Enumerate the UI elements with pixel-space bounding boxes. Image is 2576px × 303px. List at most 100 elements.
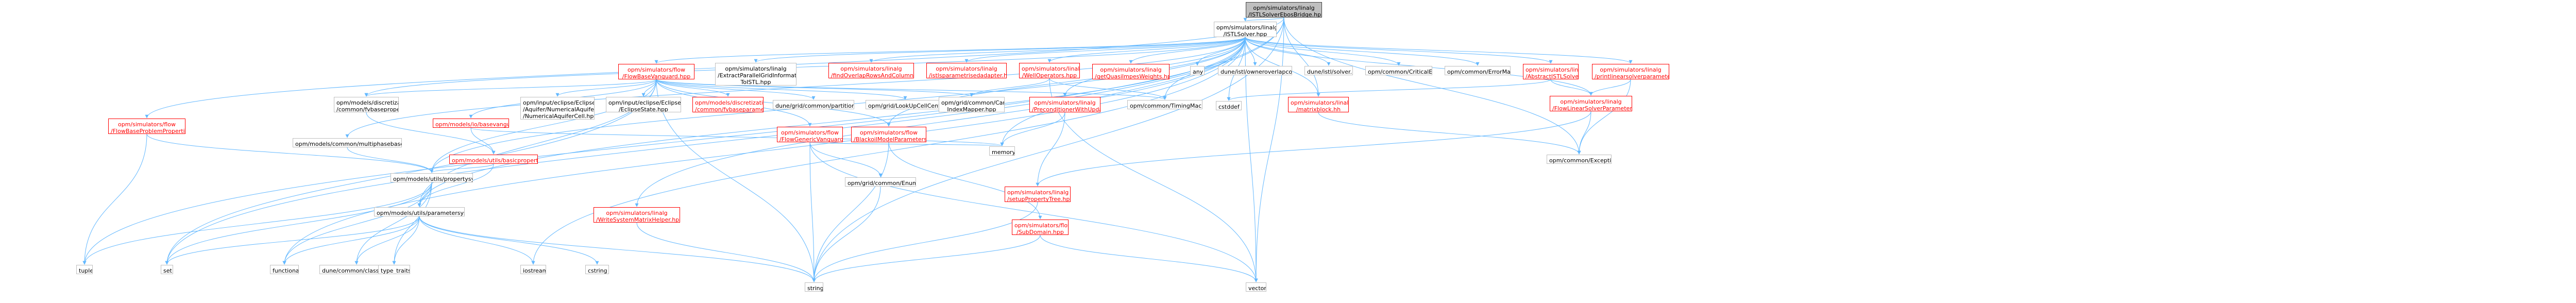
node-cstddef: cstddef (1216, 101, 1242, 110)
node-label-line: opm/simulators/linalg (725, 65, 787, 72)
edge-flowmain-to-eclstate (555, 79, 657, 97)
node-printlinearsolverparameter[interactable]: opm/simulators/linalg/printlinearsolverp… (1592, 64, 1669, 79)
node-label-line: /FlowBaseProblemProperties.hpp (111, 128, 185, 134)
node-fvbaseparameters[interactable]: opm/models/discretization/common/fvbasep… (692, 97, 764, 112)
node-errormacros: opm/common/ErrorMacros.hpp (1445, 66, 1511, 75)
edge-blackoil-to-subdomain (888, 142, 1042, 220)
node-label-line: opm/common/TimingMacros.hpp (1130, 103, 1202, 109)
node-label-line: opm/simulators/linalg (1526, 66, 1579, 73)
node-fvbaseproperties: opm/models/discretization/common/fvbasep… (334, 97, 399, 112)
node-basicproperties[interactable]: opm/models/utils/basicproperties.hh (449, 155, 538, 164)
edge-istlsolver-to-printlinear (1245, 37, 1633, 64)
node-abstractistlsolver[interactable]: opm/simulators/linalg/AbstractISTLSolver… (1523, 64, 1579, 79)
node-iostream: iostream (520, 265, 546, 274)
edge-paramsystem-to-typetraits (392, 216, 420, 265)
node-istlsparametrisedadapter[interactable]: opm/simulators/linalg/istlsparametriseda… (926, 63, 1007, 78)
node-multiphasebaseproperties: opm/models/common/multiphasebaseproperti… (293, 138, 402, 147)
edge-propsystem-to-functional (282, 182, 432, 265)
edge-paramsystem-to-string (419, 216, 816, 282)
edge-istlsolver-to-welloperators (1047, 37, 1246, 63)
node-flowbaseproblemproperties[interactable]: opm/simulators/flow/FlowBaseProblemPrope… (108, 119, 185, 134)
edge-discretization-to-basicprops (366, 112, 496, 155)
node-matrixblock[interactable]: opm/simulators/linalg/matrixblock.hh (1288, 97, 1349, 112)
node-welloperators[interactable]: opm/simulators/linalg/WellOperators.hpp (1019, 63, 1080, 78)
edge-setupprop-to-string (812, 201, 1038, 282)
node-label-line: /common/fvbaseproperties.hh (336, 106, 398, 112)
edge-printlinear-to-exceptions (1577, 79, 1631, 155)
node-label-line: opm/input/eclipse/EclipseState (523, 99, 594, 106)
node-label-line: /setupPropertyTree.hpp (1007, 196, 1071, 202)
node-owneroverlapcopy: dune/istl/owneroverlapcopy.hh (1218, 66, 1292, 75)
node-label-line: opm/simulators/linalg (1600, 66, 1662, 73)
node-dune-istl-solver: dune/istl/solver.hh (1304, 66, 1353, 75)
edge-printlinear-to-flowlinear (1589, 79, 1631, 96)
edge-flowmain-to-blackoil (656, 79, 891, 127)
node-label-line: opm/simulators/linalg (606, 210, 668, 216)
node-label-line: /matrixblock.hh (1296, 106, 1341, 112)
edge-istlsolver-to-getquasi (1129, 37, 1246, 64)
node-findoverlaprows[interactable]: opm/simulators/linalg/findOverlapRowsAnd… (828, 63, 914, 78)
node-label-line: opm/models/discretization (336, 99, 398, 106)
edge-writesys-to-string (636, 222, 816, 282)
node-label-line: /getQuasiImpesWeights.hpp (1095, 73, 1170, 79)
node-blackoilmodelparameters[interactable]: opm/simulators/flow/BlackoilModelParamet… (851, 127, 926, 142)
edge-istlsolver-to-istlparam (964, 37, 1246, 63)
edge-welloperators-to-vector (1049, 78, 1258, 282)
node-label-line: opm/models/utils/parametersystem.hpp (377, 210, 464, 216)
node-label-line: /ExtractParallelGridInformation (718, 72, 796, 79)
node-subdomain[interactable]: opm/simulators/flow/SubDomain.hpp (1012, 220, 1069, 235)
node-flowlinearsolverparameters[interactable]: opm/simulators/linalg/FlowLinearSolverPa… (1550, 96, 1632, 111)
edge-paramsystem-to-dunecommon (354, 216, 420, 265)
node-istlsolverebosbridge[interactable]: opm/simulators/linalg/ISTLSolverEbosBrid… (1246, 2, 1322, 18)
node-label-line: /ISTLSolverEbosBridge.hpp (1248, 11, 1322, 18)
edge-istlsolver-to-abstract (1245, 37, 1553, 64)
node-label-line: opm/simulators/linalg (840, 65, 902, 72)
node-label-line: tuple (79, 267, 93, 274)
node-label-line: /NumericalAquiferCell.hpp (523, 113, 595, 120)
node-label-line: IndexMapper.hpp (947, 106, 996, 112)
edge-flowmain-to-set (165, 79, 657, 265)
edge-multiphase-to-propsystem (347, 147, 434, 173)
edge-abstract-to-cstddef (1227, 79, 1551, 101)
node-setuppropertytree[interactable]: opm/simulators/linalg/setupPropertyTree.… (1005, 187, 1071, 202)
edge-welloperators-to-cartesian (970, 78, 1050, 97)
edge-precond-to-memory (1000, 112, 1065, 146)
node-flowgenericvanguard[interactable]: opm/simulators/flow/FlowGenericVanguard.… (777, 127, 843, 142)
node-label-line: opm/common/Exceptions.hpp (1549, 157, 1612, 164)
node-label-line: string (807, 285, 823, 292)
edge-precond-to-setupprop (1036, 112, 1065, 187)
edge-istlsolver-to-criticalerror (1245, 37, 1401, 66)
node-partitionset: dune/grid/common/partitionset.hh (773, 100, 854, 109)
node-string: string (805, 282, 823, 292)
edge-flowmain-to-string (656, 79, 816, 282)
node-flowbasevanguard[interactable]: opm/simulators/flow/FlowBaseVanguard.hpp (618, 64, 694, 79)
node-extractparallelgrid[interactable]: opm/simulators/linalg/ExtractParallelGri… (715, 63, 796, 86)
edge-basicprops-to-paramsystem (417, 163, 494, 207)
node-label-line: opm/models/io/basevanguard.hh (435, 121, 509, 128)
edge-basicprops-to-propsystem (430, 163, 494, 173)
node-label-line: dune/grid/common/partitionset.hh (775, 103, 854, 109)
node-basevanguard[interactable]: opm/models/io/basevanguard.hh (433, 119, 509, 128)
node-label-line: opm/models/discretization (695, 99, 764, 106)
node-enumstr: opm/grid/common/EnumStr.hpp (845, 177, 916, 187)
node-set: set (161, 265, 173, 274)
edge-root-to-set (165, 17, 1284, 265)
node-label-line: opm/simulators/linalg (1216, 24, 1277, 31)
node-getquasiimpesweights[interactable]: opm/simulators/linalg/getQuasiImpesWeigh… (1092, 64, 1170, 79)
node-propertysystem: opm/models/utils/propertysystem.hh (391, 173, 473, 182)
edge-flowbaseprob-to-propsystem (146, 133, 434, 173)
node-label-line: opm/simulators/flow (859, 129, 918, 136)
edge-propsystem-to-tuple (82, 182, 432, 265)
node-functional: functional (270, 265, 299, 274)
node-label-line: /Aquifer/NumericalAquifer (523, 106, 595, 113)
node-istlsolver[interactable]: opm/simulators/linalg/ISTLSolver.hpp (1214, 22, 1277, 37)
edge-flowmain-to-timingmacros (656, 79, 1167, 100)
node-preconditionerwithupdate[interactable]: opm/simulators/linalg/PreconditionerWith… (1029, 97, 1100, 112)
node-label-line: opm/simulators/linalg (936, 65, 997, 72)
node-label-line: type_traits (381, 267, 410, 274)
node-parametersystem: opm/models/utils/parametersystem.hpp (374, 207, 465, 216)
node-writesystemmatrixhelper[interactable]: opm/simulators/linalg/WriteSystemMatrixH… (594, 207, 680, 223)
edge-root-to-tuple (82, 17, 1284, 265)
edge-istlsolver-to-findoverlap (869, 37, 1246, 63)
edge-genvanguard-to-memory (809, 142, 1004, 146)
